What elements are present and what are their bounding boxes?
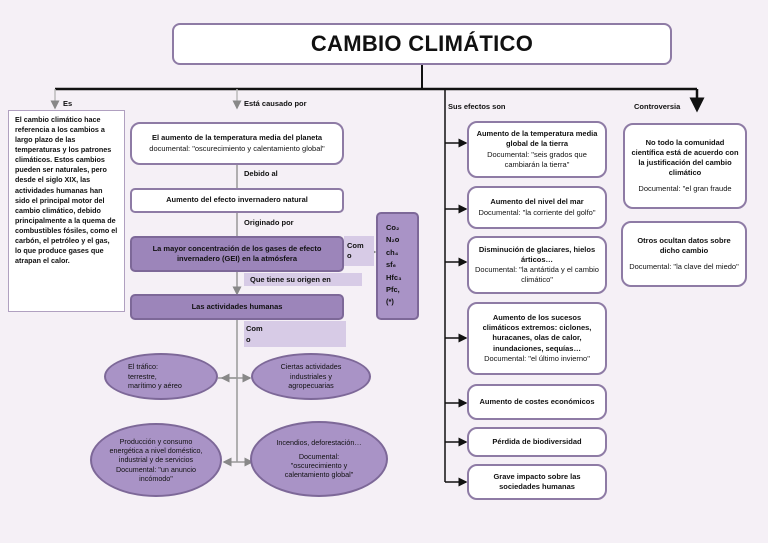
effect-box: Disminución de glaciares, hielos árticos… xyxy=(467,236,607,294)
effect-box: Pérdida de biodiversidad xyxy=(467,427,607,457)
gas-item: (*) xyxy=(386,297,394,307)
activity-incendios-line: Documental: xyxy=(298,451,340,461)
cause-gei-box: La mayor concentración de los gases de e… xyxy=(130,236,344,272)
activity-trafico-line: El tráfico: xyxy=(128,362,158,372)
effect-doc: Documental: "seis grados que cambiarán l… xyxy=(487,149,587,169)
effect-title: Aumento de los sucesos climáticos extrem… xyxy=(482,313,592,353)
effect-title: Aumento del nivel del mar xyxy=(490,197,584,207)
branch-label-controversia: Controversia xyxy=(634,102,681,111)
activity-produccion-line: industrial y de servicios xyxy=(118,455,194,465)
gases-box: Co₂ N₂o ch₄ sf₆ Hfc₃ Pfc, (*) xyxy=(376,212,419,320)
cause-greenhouse-box: Aumento del efecto invernadero natural xyxy=(130,188,344,213)
como-label-2-b: o xyxy=(246,335,251,345)
effect-box: Aumento del nivel del mar Documental: "l… xyxy=(467,186,607,229)
activity-trafico-line: terrestre, xyxy=(128,371,157,381)
como-label-2-a: Com xyxy=(246,324,263,333)
effect-title: Aumento de costes económicos xyxy=(479,396,595,406)
gas-item: Co₂ xyxy=(386,223,400,232)
gas-item: N₂o xyxy=(386,235,400,245)
cause-temperature-doc: documental: "oscurecimiento y calentamie… xyxy=(149,143,325,153)
definition-box: El cambio climático hace referencia a lo… xyxy=(8,110,125,312)
controversy-doc: Documental: "el gran fraude xyxy=(638,184,732,194)
como-label-1: Com o xyxy=(344,236,374,266)
cause-temperature-title: El aumento de la temperatura media del p… xyxy=(151,133,323,143)
como-label-2: Com o xyxy=(244,321,346,347)
controversy-box: No todo la comunidad científica está de … xyxy=(623,123,747,209)
activity-trafico-line: marítimo y aéreo xyxy=(128,381,182,391)
link-origen: Que tiene su origen en xyxy=(244,273,362,286)
activity-produccion-line: incómodo" xyxy=(139,474,173,484)
effect-doc: Documental: "el último invierno" xyxy=(484,353,590,363)
activity-incendios-line: "oscurecimiento y xyxy=(290,461,348,470)
activity-trafico: El tráfico: terrestre, marítimo y aéreo xyxy=(104,353,218,400)
effect-box: Aumento de costes económicos xyxy=(467,384,607,420)
activity-incendios: Incendios, deforestación… Documental: "o… xyxy=(250,421,388,497)
activity-produccion: Producción y consumo energética a nivel … xyxy=(90,423,222,497)
gas-item: Pfc, xyxy=(386,284,400,294)
link-originado: Originado por xyxy=(244,218,294,227)
controversy-box: Otros ocultan datos sobre dicho cambio D… xyxy=(621,221,747,287)
activity-produccion-line: Documental: "un anuncio xyxy=(115,464,197,474)
activity-produccion-line: Producción y consumo xyxy=(119,436,193,446)
cause-temperature-box: El aumento de la temperatura media del p… xyxy=(130,122,344,165)
controversy-title: Otros ocultan datos sobre dicho cambio xyxy=(637,235,731,255)
branch-label-efectos: Sus efectos son xyxy=(448,102,506,111)
effect-box: Grave impacto sobre las sociedades human… xyxy=(467,464,607,500)
activity-agro-line: Ciertas actividades xyxy=(280,362,342,372)
activity-produccion-line: energética a nivel doméstico, xyxy=(109,445,203,455)
effect-title: Grave impacto sobre las sociedades human… xyxy=(493,471,581,491)
activity-agro-line: agropecuarias xyxy=(288,381,334,391)
effect-title: Disminución de glaciares, hielos árticos… xyxy=(478,244,596,264)
branch-label-es: Es xyxy=(63,99,73,108)
link-debido: Debido al xyxy=(244,169,278,178)
effect-title: Aumento de la temperatura media global d… xyxy=(476,129,598,149)
como-label-1-a: Com xyxy=(347,240,364,250)
gas-item: sf₆ xyxy=(386,260,397,270)
activity-incendios-line: calentamiento global" xyxy=(284,470,354,480)
controversy-doc: Documental: "la clave del miedo" xyxy=(629,262,739,272)
controversy-title: No todo la comunidad científica está de … xyxy=(631,137,739,178)
effect-box: Aumento de los sucesos climáticos extrem… xyxy=(467,302,607,375)
activity-agro: Ciertas actividades industriales y agrop… xyxy=(251,353,371,400)
activity-incendios-line: Incendios, deforestación… xyxy=(276,438,362,448)
effect-doc: Documental: "la antártida y el cambio cl… xyxy=(475,265,599,285)
effect-title: Pérdida de biodiversidad xyxy=(492,436,582,446)
como-label-1-b: o xyxy=(347,251,352,260)
gas-item: ch₄ xyxy=(386,247,399,257)
cause-human-box: Las actividades humanas xyxy=(130,294,344,320)
effect-box: Aumento de la temperatura media global d… xyxy=(467,121,607,178)
effect-doc: Documental: "la corriente del golfo" xyxy=(478,207,596,217)
branch-label-causado: Está causado por xyxy=(244,99,307,108)
gas-item: Hfc₃ xyxy=(386,272,402,282)
activity-agro-line: industriales y xyxy=(290,371,332,381)
page-title: CAMBIO CLIMÁTICO xyxy=(172,23,672,65)
